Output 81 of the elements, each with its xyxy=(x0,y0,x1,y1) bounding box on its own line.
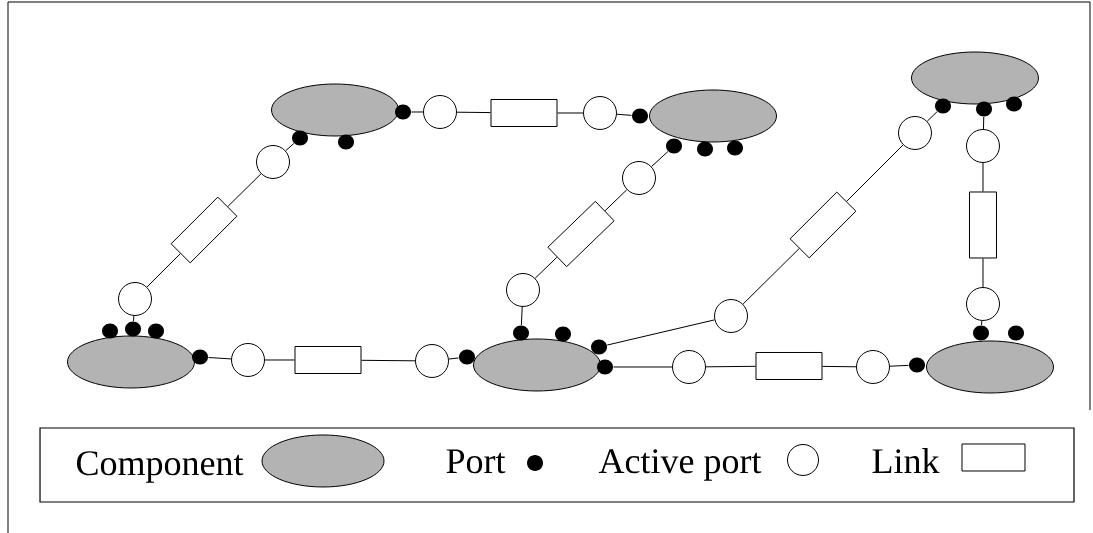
port-dot xyxy=(597,359,613,375)
active-port-circle xyxy=(423,95,457,129)
link-box xyxy=(969,191,997,259)
port-dot xyxy=(292,130,308,146)
connector-line xyxy=(705,365,756,368)
connector-line xyxy=(520,306,523,326)
port-dot xyxy=(973,325,989,341)
active-port-circle xyxy=(714,299,748,333)
link-box xyxy=(755,352,823,380)
connector-line xyxy=(264,359,295,361)
component-ellipse xyxy=(271,83,399,137)
connector-line xyxy=(557,112,584,114)
connector-line xyxy=(411,111,424,113)
component-ellipse xyxy=(926,340,1054,394)
link-box xyxy=(490,99,558,127)
legend-label: Active port xyxy=(598,449,762,481)
connector-line xyxy=(534,256,558,279)
connector-line xyxy=(613,366,673,368)
connector-line xyxy=(133,315,135,322)
active-port-circle xyxy=(231,343,265,377)
connector-line xyxy=(982,116,985,130)
port-dot xyxy=(632,108,648,124)
connector-line xyxy=(982,162,984,192)
port-dot xyxy=(935,98,951,114)
connector-line xyxy=(889,364,909,367)
link-box xyxy=(547,200,615,268)
connector-line xyxy=(285,143,295,152)
active-port-circle xyxy=(856,350,890,384)
active-port-circle xyxy=(672,350,706,384)
port-dot xyxy=(102,323,118,339)
legend-label: Component xyxy=(77,451,244,483)
connector-line xyxy=(846,144,904,202)
connector-line xyxy=(616,113,633,116)
connector-line xyxy=(981,320,983,326)
legend-label: Port xyxy=(446,449,506,474)
active-port-circle xyxy=(506,273,540,307)
legend-label: Link xyxy=(872,448,940,473)
active-port-circle xyxy=(118,282,152,316)
port-dot xyxy=(125,321,141,337)
port-dot xyxy=(513,325,529,341)
port-dot xyxy=(666,138,682,154)
active-port-circle xyxy=(415,344,449,378)
port-dot xyxy=(1008,325,1024,341)
port-dot xyxy=(976,101,992,117)
connector-line xyxy=(606,319,715,346)
active-port-circle xyxy=(256,145,290,179)
connector-line xyxy=(822,365,857,368)
port-dot xyxy=(338,134,354,150)
link-box xyxy=(170,196,238,264)
active-port-circle xyxy=(898,116,932,150)
connector-line xyxy=(456,111,491,114)
port-dot xyxy=(727,140,743,156)
port-dot xyxy=(591,339,607,355)
connector-line xyxy=(146,253,181,288)
connector-line xyxy=(227,173,262,207)
port-dot xyxy=(192,349,208,365)
link-box xyxy=(294,346,362,374)
connector-line xyxy=(361,359,416,362)
connector-line xyxy=(208,357,232,360)
active-port-circle xyxy=(966,287,1000,321)
connector-line xyxy=(651,151,669,167)
port-dot xyxy=(459,349,475,365)
port-dot xyxy=(395,104,411,120)
port-dot xyxy=(1006,96,1022,112)
connector-line xyxy=(448,357,460,360)
link-box xyxy=(789,191,857,259)
active-port-circle xyxy=(622,161,656,195)
component-ellipse xyxy=(911,51,1039,105)
connector-line xyxy=(926,111,938,122)
connector-line xyxy=(742,248,800,305)
connector-line xyxy=(604,189,628,212)
port-dot xyxy=(148,323,164,339)
component-ellipse xyxy=(649,89,777,143)
port-dot xyxy=(555,326,571,342)
active-port-circle xyxy=(966,129,1000,163)
port-dot xyxy=(697,141,713,157)
connector-line xyxy=(982,258,984,288)
active-port-circle xyxy=(583,96,617,130)
port-dot xyxy=(909,357,925,373)
component-ellipse xyxy=(67,335,195,389)
component-ellipse xyxy=(473,338,601,392)
